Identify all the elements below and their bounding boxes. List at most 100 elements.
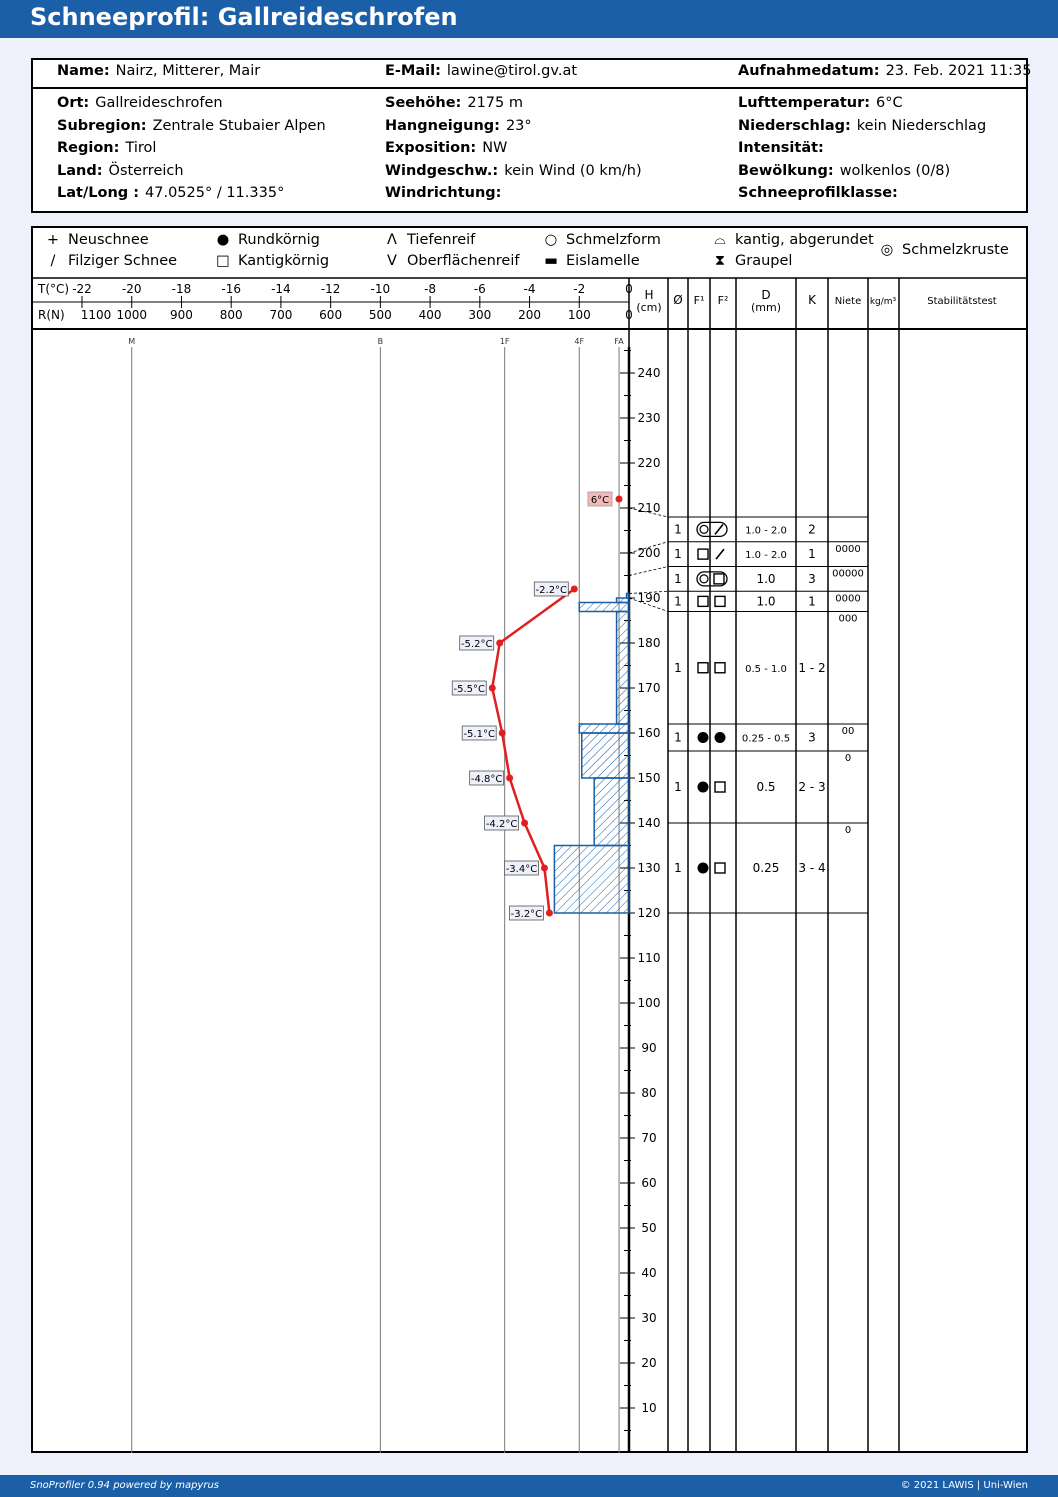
legend-item-2: ●Rundkörnig xyxy=(212,232,320,248)
temperature-point xyxy=(521,819,529,827)
layer-hardness: 3 - 4 xyxy=(798,861,825,875)
info-box xyxy=(31,58,1028,213)
layer-connector xyxy=(628,566,669,576)
legend-label: Oberflächenreif xyxy=(407,253,520,269)
footer-left: SnoProfiler 0.94 powered by mapyrus xyxy=(30,1480,220,1491)
filled-circle-icon xyxy=(697,862,709,874)
res-tick-label: 300 xyxy=(468,308,491,322)
layer-connector xyxy=(628,541,669,554)
temperature-point xyxy=(570,585,578,593)
height-tick-label: 40 xyxy=(641,1266,656,1280)
height-tick-label: 30 xyxy=(641,1311,656,1325)
height-tick-label: 160 xyxy=(638,726,661,740)
legend-item-10: ◎Schmelzkruste xyxy=(876,242,1009,258)
temp-label: -4.8°C xyxy=(471,774,503,785)
melt-crust-icon xyxy=(699,524,709,534)
caret-up-icon: Λ xyxy=(387,232,397,248)
layer-hardness: 2 xyxy=(808,522,816,536)
legend-label: Filziger Schnee xyxy=(68,253,178,269)
height-tick-label: 200 xyxy=(638,546,661,560)
layer-hardness: 3 xyxy=(808,731,816,745)
info_col3-row: Bewölkung:wolkenlos (0/8) xyxy=(738,163,950,179)
layer-niete: 0000 xyxy=(835,544,860,555)
info-label: Subregion: xyxy=(57,117,147,134)
legend-item-3: □Kantigkörnig xyxy=(212,253,329,269)
layer-grain-size: 0.25 - 0.5 xyxy=(742,734,790,745)
square-icon xyxy=(714,781,726,793)
legend-label: Schmelzkruste xyxy=(902,242,1009,258)
melt-crust-icon xyxy=(696,521,728,538)
square-icon: □ xyxy=(216,253,230,269)
res-tick-label: 200 xyxy=(518,308,541,322)
air-temp-point xyxy=(615,495,623,503)
info-value: 6°C xyxy=(876,95,903,111)
height-tick-label: 170 xyxy=(638,681,661,695)
square-icon xyxy=(697,662,709,674)
res-axis-label: R(N) xyxy=(38,308,65,322)
square-icon xyxy=(714,662,726,674)
info-value: 23° xyxy=(505,117,532,134)
bar-icon: ▬ xyxy=(544,253,558,269)
layer-niete: 0 xyxy=(845,825,851,836)
info-value: Tirol xyxy=(125,140,157,156)
res-tick-label: 800 xyxy=(220,308,243,322)
f1-col-header: F¹ xyxy=(694,294,705,307)
legend-item-0: +Neuschnee xyxy=(42,232,149,248)
filled-circle-icon: ● xyxy=(216,232,230,248)
slash-icon: / xyxy=(50,253,56,269)
info_col1-row: Subregion: Zentrale Stubaier Alpen xyxy=(57,118,326,134)
info-value: Österreich xyxy=(108,162,184,179)
layer-grain-size: 1.0 - 2.0 xyxy=(745,525,787,536)
melt-crust-icon xyxy=(696,571,728,587)
temp-tick-label: -16 xyxy=(221,282,241,296)
res-tick-label: 1000 xyxy=(116,308,147,322)
info-label: Intensität: xyxy=(738,140,824,156)
layer-grain-size: 0.25 xyxy=(753,861,780,875)
temp-tick-label: -6 xyxy=(474,282,486,296)
res-tick-label: 900 xyxy=(170,308,193,322)
height-tick-label: 140 xyxy=(638,816,661,830)
temp-label: -3.2°C xyxy=(511,909,543,920)
info-value: Zentrale Stubaier Alpen xyxy=(152,117,326,134)
temperature-line xyxy=(490,587,576,914)
temp-tick-label: -14 xyxy=(271,282,291,296)
hardness-label: B xyxy=(378,337,384,346)
info_col3-row: Intensität: xyxy=(738,140,830,156)
layer-niete: 000 xyxy=(838,614,857,625)
layer-hardness: 1 - 2 xyxy=(798,661,825,675)
layer-hardness: 1 xyxy=(808,594,816,608)
stab-col-header: Stabilitätstest xyxy=(927,296,997,307)
temperature-point xyxy=(545,909,553,917)
legend-item-6: ○Schmelzform xyxy=(540,232,661,248)
hardness-label: 1F xyxy=(500,337,510,346)
layer-niete: 00000 xyxy=(832,569,864,580)
name-field: Name:Nairz, Mitterer, Mair xyxy=(57,63,261,79)
temp-tick-label: -8 xyxy=(424,282,436,296)
info_col3-row: Schneeprofilklasse: xyxy=(738,185,904,201)
slash-icon xyxy=(715,548,725,560)
layer-niete: 0 xyxy=(845,753,851,764)
k-col-header: K xyxy=(808,293,817,307)
legend-item-9: ⧗Graupel xyxy=(709,253,793,269)
info-label: Hangneigung: xyxy=(385,117,500,134)
height-tick-label: 50 xyxy=(641,1221,656,1235)
legend-label: Tiefenreif xyxy=(407,232,476,248)
layer-hardness: 2 - 3 xyxy=(798,780,825,794)
legend-label: Eislamelle xyxy=(566,253,640,269)
info_col2-row: Exposition:NW xyxy=(385,140,507,156)
temp-label-box xyxy=(504,860,539,876)
height-tick-label: 60 xyxy=(641,1176,656,1190)
layer-grain-size: 1.0 xyxy=(756,572,775,586)
info-label: Region: xyxy=(57,140,120,156)
layer-connector xyxy=(628,597,669,612)
info-label: Windgeschw.: xyxy=(385,162,499,179)
temperature-point xyxy=(540,864,548,872)
height-tick-label: 220 xyxy=(638,456,661,470)
info_col1-row: Lat/Long :47.0525° / 11.335° xyxy=(57,185,284,201)
filled-circle-icon xyxy=(697,781,709,793)
temp-tick-label: -22 xyxy=(72,282,92,296)
temp-label-box xyxy=(509,905,544,921)
density-col-header: kg/m³ xyxy=(870,297,897,307)
info_col1-row: Ort:Gallreideschrofen xyxy=(57,95,223,111)
